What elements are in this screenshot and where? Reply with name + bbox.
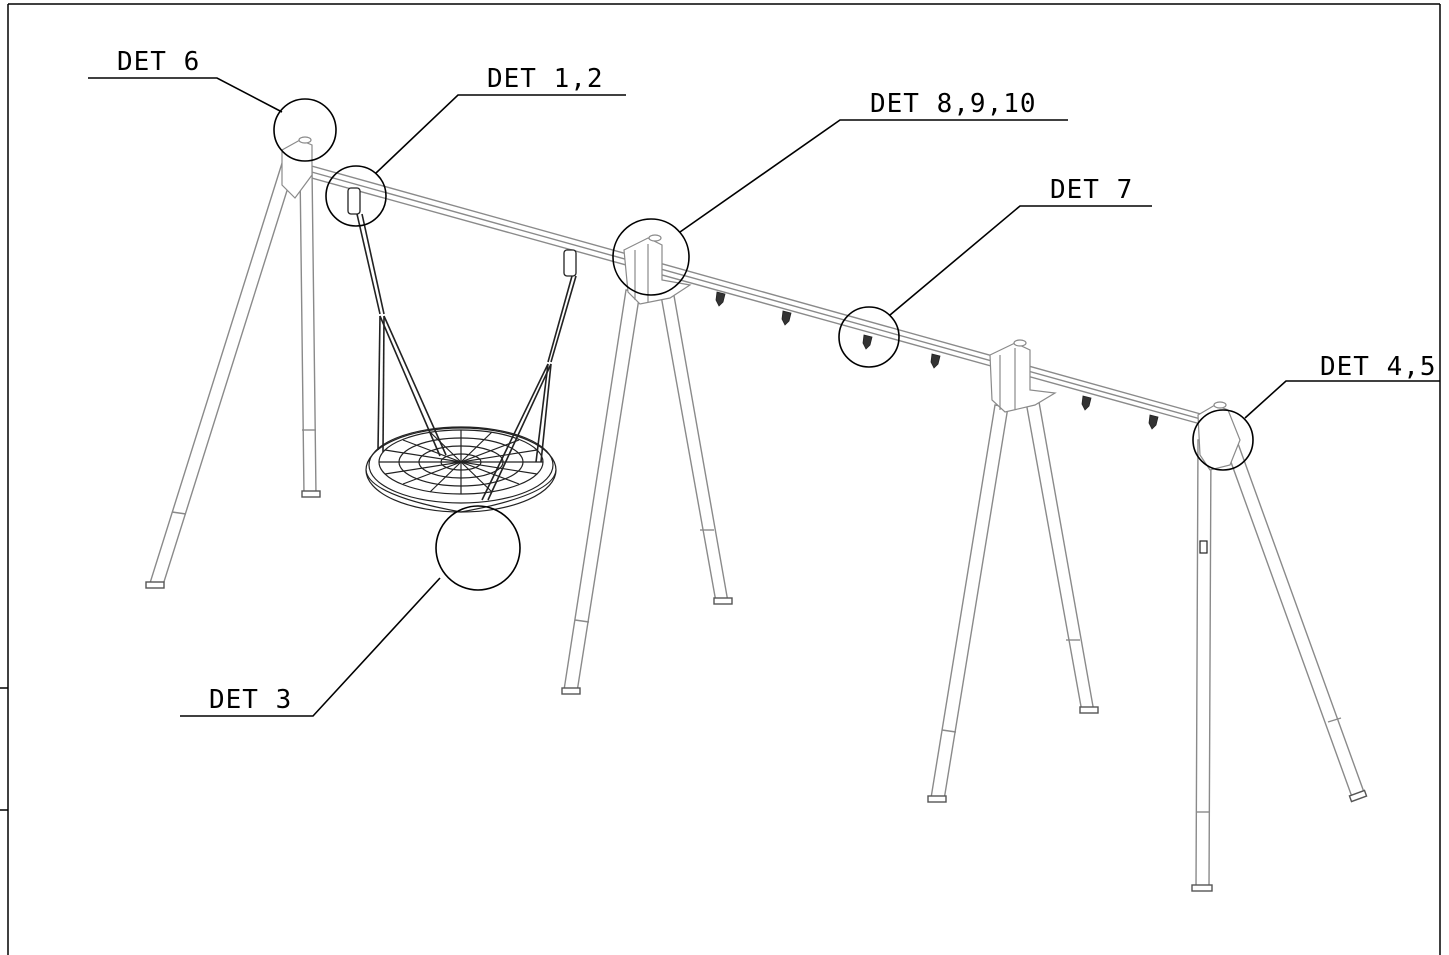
drawing-frame (0, 3, 1441, 955)
callout-det-6: DET 6 (88, 47, 337, 162)
callout-det-7: DET 7 (838, 175, 1152, 368)
a-frame-2 (561, 234, 733, 695)
callout-det-1-2: DET 1,2 (325, 64, 626, 227)
callout-label-det-1-2: DET 1,2 (487, 64, 604, 94)
beam-clamps (715, 291, 1159, 430)
a-frame-right (1191, 401, 1368, 892)
callout-label-det-3: DET 3 (209, 685, 292, 715)
callout-det-3: DET 3 (180, 505, 521, 717)
callout-label-det-7: DET 7 (1050, 175, 1133, 205)
callout-label-det-6: DET 6 (117, 47, 200, 77)
callout-label-det-8-9-10: DET 8,9,10 (870, 89, 1037, 119)
nest-spokes (379, 430, 543, 494)
callout-det-8-9-10: DET 8,9,10 (612, 89, 1068, 296)
a-frame-3 (927, 339, 1099, 803)
callout-label-det-4-5: DET 4,5 (1320, 352, 1437, 382)
nest-swing (347, 187, 577, 513)
callout-det-4-5: DET 4,5 (1192, 352, 1440, 471)
a-frame-left (145, 136, 321, 589)
